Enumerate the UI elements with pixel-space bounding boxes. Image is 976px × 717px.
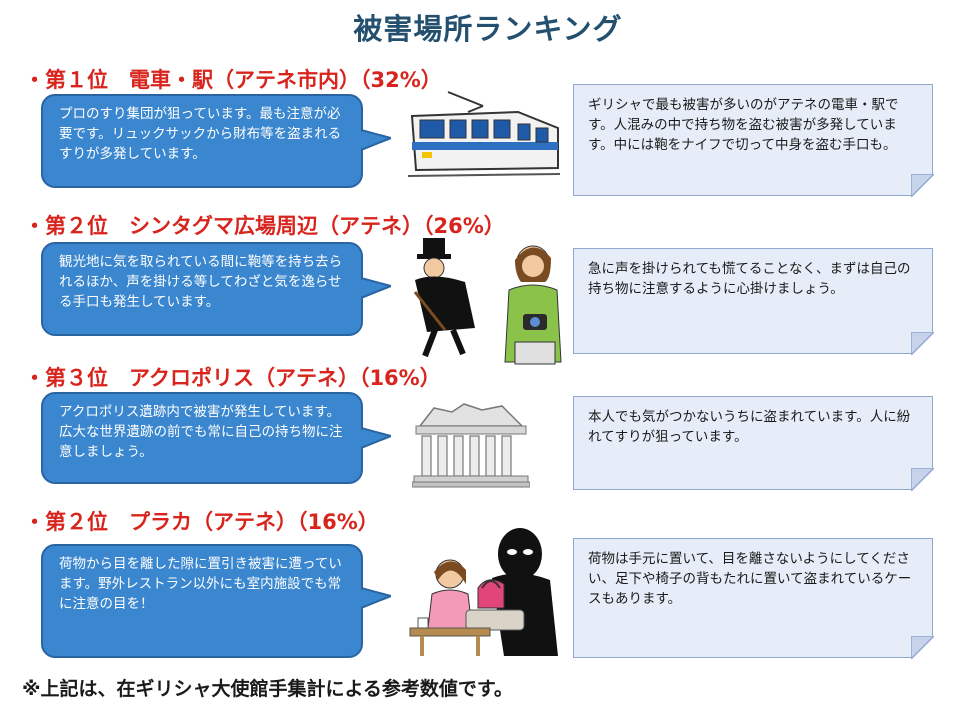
speech-bubble-3: アクロポリス遺跡内で被害が発生しています。広大な世界遺跡の前でも常に自己の持ち物… [41, 392, 391, 484]
page-curl-icon [911, 174, 934, 197]
note-text-4: 荷物は手元に置いて、目を離さないようにしてください、足下や椅子の背もたれに置いて… [588, 551, 912, 607]
note-card-2: 急に声を掛けられても慌てることなく、まずは自己の持ち物に注意するように心掛けまし… [573, 248, 933, 354]
note-text-1: ギリシャで最も被害が多いのがアテネの電車・駅です。人混みの中で持ち物を盗む被害が… [588, 97, 899, 153]
bubble-text-3: アクロポリス遺跡内で被害が発生しています。広大な世界遺跡の前でも常に自己の持ち物… [59, 404, 343, 460]
rank-heading-4: ・第２位 プラカ（アテネ）（16%） [24, 510, 379, 534]
rank-heading-1: ・第１位 電車・駅（アテネ市内）（32%） [24, 68, 442, 92]
note-card-4: 荷物は手元に置いて、目を離さないようにしてください、足下や椅子の背もたれに置いて… [573, 538, 933, 658]
parthenon-icon [412, 403, 530, 488]
note-card-1: ギリシャで最も被害が多いのがアテネの電車・駅です。人混みの中で持ち物を盗む被害が… [573, 84, 933, 196]
note-card-3: 本人でも気がつかないうちに盗まれています。人に紛れてすりが狙っています。 [573, 396, 933, 490]
bubble-text-4: 荷物から目を離した隙に置引き被害に遭っています。野外レストラン以外にも室内施設で… [59, 556, 342, 612]
thief-tourist-icon [413, 238, 562, 365]
speech-bubble-2: 観光地に気を取られている間に鞄等を持ち去られるほか、声を掛ける等してわざと気を逸… [41, 242, 391, 336]
bubble-text-2: 観光地に気を取られている間に鞄等を持ち去られるほか、声を掛ける等してわざと気を逸… [59, 254, 343, 310]
note-text-2: 急に声を掛けられても慌てることなく、まずは自己の持ち物に注意するように心掛けまし… [588, 261, 911, 297]
train-icon [408, 91, 561, 177]
bubble-text-1: プロのすり集団が狙っています。最も注意が必要です。リュックサックから財布等を盗ま… [59, 106, 342, 162]
bubble-tail-icon [361, 277, 391, 300]
bubble-tail-icon [361, 586, 391, 609]
bubble-tail-icon [361, 426, 391, 449]
page-curl-icon [911, 468, 934, 491]
note-text-3: 本人でも気がつかないうちに盗まれています。人に紛れてすりが狙っています。 [588, 409, 911, 445]
page-title: 被害場所ランキング [353, 12, 623, 46]
page-curl-icon [911, 636, 934, 659]
speech-bubble-4: 荷物から目を離した隙に置引き被害に遭っています。野外レストラン以外にも室内施設で… [41, 544, 391, 658]
rank-heading-3: ・第３位 アクロポリス（アテネ）（16%） [24, 366, 441, 390]
bag-theft-icon [409, 528, 558, 656]
bubble-tail-icon [361, 129, 391, 152]
page-curl-icon [911, 332, 934, 355]
footer-note: ※上記は、在ギリシャ大使館手集計による参考数値です。 [22, 678, 514, 700]
speech-bubble-1: プロのすり集団が狙っています。最も注意が必要です。リュックサックから財布等を盗ま… [41, 94, 391, 188]
rank-heading-2: ・第２位 シンタグマ広場周辺（アテネ）（26%） [24, 214, 505, 238]
